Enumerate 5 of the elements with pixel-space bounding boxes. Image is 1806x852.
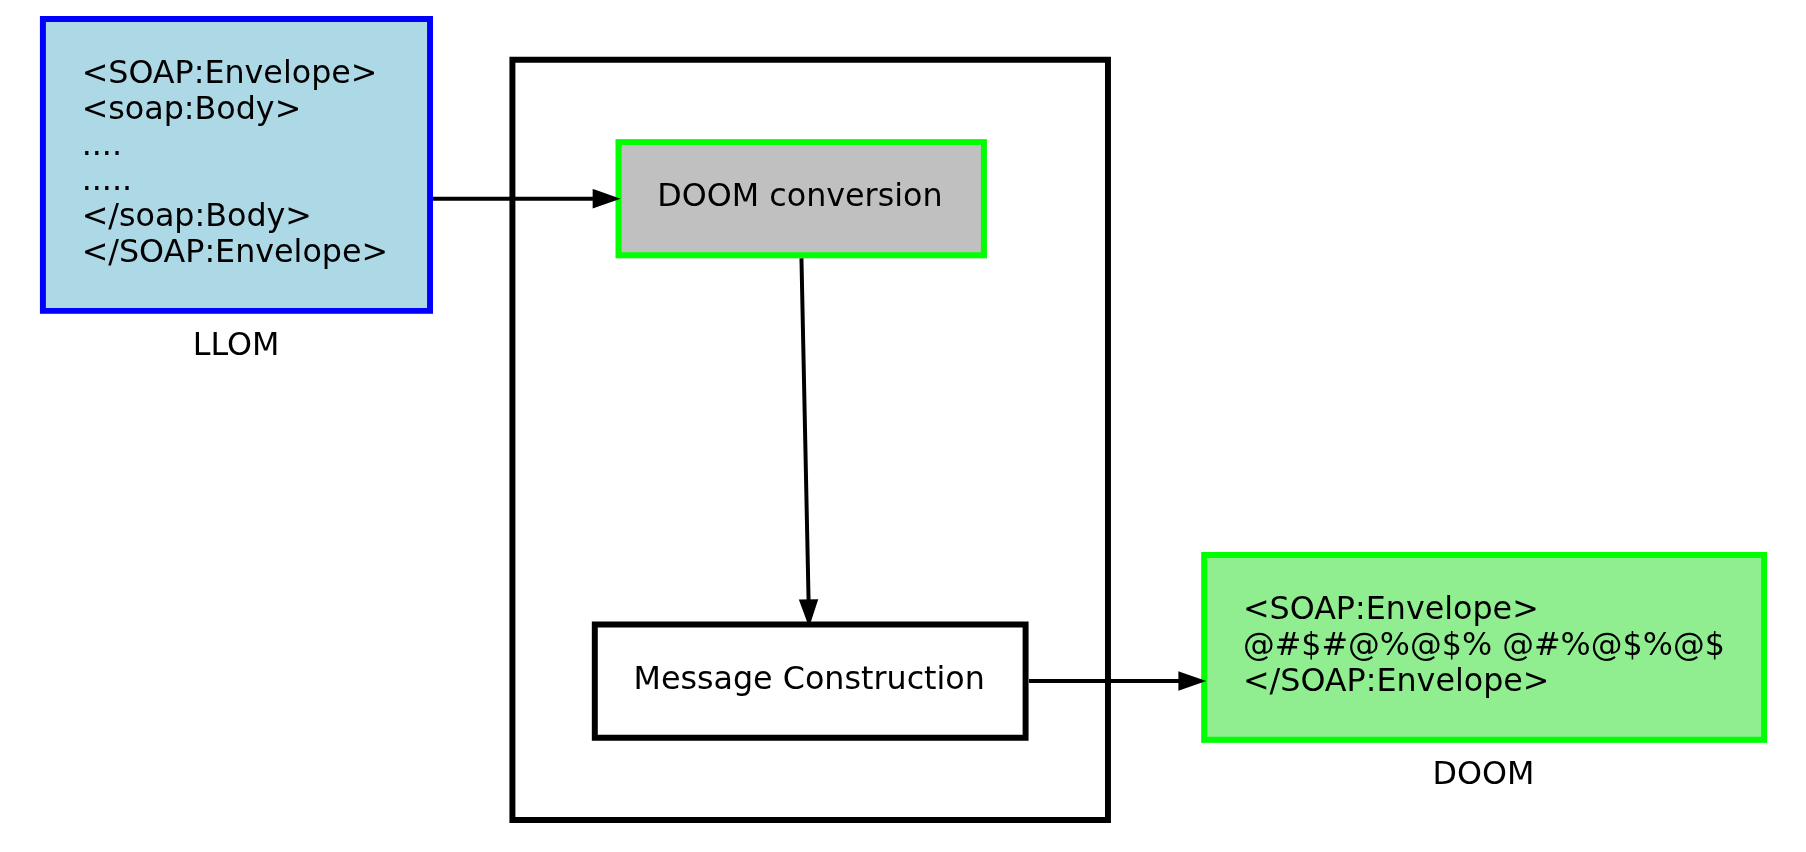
arrow <box>433 188 621 209</box>
node-label: LLOM <box>192 326 280 363</box>
node-label: DOOM <box>1432 754 1535 791</box>
arrow <box>1029 671 1207 691</box>
cluster <box>509 56 1111 824</box>
